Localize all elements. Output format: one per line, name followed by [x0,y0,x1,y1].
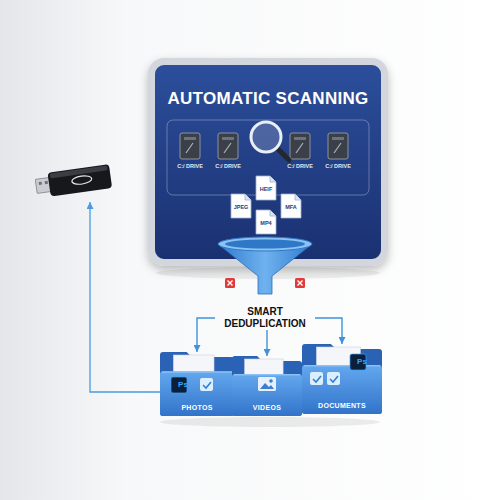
check-badge [327,372,340,385]
image-icon [258,377,276,391]
usb-drive [35,164,113,198]
folder-edge [234,374,300,375]
folder-front [302,365,382,414]
file-icon [231,194,251,218]
drive-label: C:/ DRIVE [287,164,313,170]
file-type-label: JPEG [234,205,249,211]
usb-logo [71,175,92,186]
magnifier-icon [251,122,289,160]
file-icon [256,210,276,234]
check-badge [200,378,213,391]
dedup-funnel: SMART DEDUPLICATION [215,236,315,330]
drive-label: C:/ DRIVE [325,164,351,170]
funnel-rim [218,237,312,251]
usb-body [47,164,112,196]
folder-front [232,374,302,416]
image-sun [269,379,273,383]
file-fold [245,194,251,200]
check-mark [330,376,338,382]
check-box [200,378,213,391]
drive-body [328,133,348,159]
file-sheet [231,194,251,218]
reject-cross [298,281,303,286]
folder-front [160,371,234,416]
folder-node: PHOTOS [160,352,234,416]
file-type-label: MFA [285,205,297,211]
image-mountain [260,383,274,389]
folder-shadow [160,417,380,427]
app-icon-label: Ps [357,358,367,366]
flow-arrow [197,318,215,352]
flow-arrow [266,330,267,356]
reject-mark [225,278,235,288]
file-fold [270,176,276,182]
app-icon-label: Ps [178,381,188,389]
check-box [327,372,340,385]
drive-label: C:/ DRIVE [177,164,203,170]
drive-label: C:/ DRIVE [215,164,241,170]
node-text: AUTOMATIC SCANNING [155,89,381,109]
file-type-label: HEIF [260,187,273,193]
folder-edge [162,372,232,373]
check-mark [313,376,321,382]
flow-arrow [315,318,342,344]
app-icon [350,354,366,370]
file-fold [270,210,276,216]
monitor-screen: AUTOMATIC SCANNING [148,58,388,266]
drive-body [290,133,310,159]
file-icon [256,176,276,200]
file-icon [281,194,301,218]
drive-body [180,133,200,159]
file-type-label: MP4 [260,221,271,227]
drive-slot [294,137,306,140]
reject-mark [295,278,305,288]
drive-slot [332,137,344,140]
folder-node: DOCUMENTS [302,344,382,414]
file-sheet [281,194,301,218]
folder-edge [304,365,380,366]
magnifier-handle [277,148,289,160]
funnel-mouth [225,240,305,249]
reject-box [295,278,305,288]
drive-body [218,133,238,159]
folder-node: VIDEOS [232,356,302,416]
usb-pin [45,181,48,184]
drive-icon [218,133,238,159]
drive-slot [222,137,234,140]
node-text: DOCUMENTS [302,402,382,410]
file-fold [295,194,301,200]
app-icon [171,377,187,393]
drive-glyph [296,143,303,153]
file-sheet [256,210,276,234]
file-sheet [256,176,276,200]
drive-glyph [334,143,341,153]
node-text: SMART DEDUPLICATION [215,306,315,330]
usb-pin [39,182,42,185]
magnifier-lens [251,122,281,152]
reject-cross [228,281,233,286]
node-text: VIDEOS [232,404,302,412]
drive-slot [184,137,196,140]
drive-glyph [186,143,193,153]
drive-icon [290,133,310,159]
funnel-shape [215,236,315,298]
drive-glyph [224,143,231,153]
drive-icon [180,133,200,159]
check-box [310,372,323,385]
drive-icon [328,133,348,159]
check-mark [203,382,211,388]
reject-box [225,278,235,288]
node-text: PHOTOS [160,404,234,412]
check-badge [310,372,323,385]
